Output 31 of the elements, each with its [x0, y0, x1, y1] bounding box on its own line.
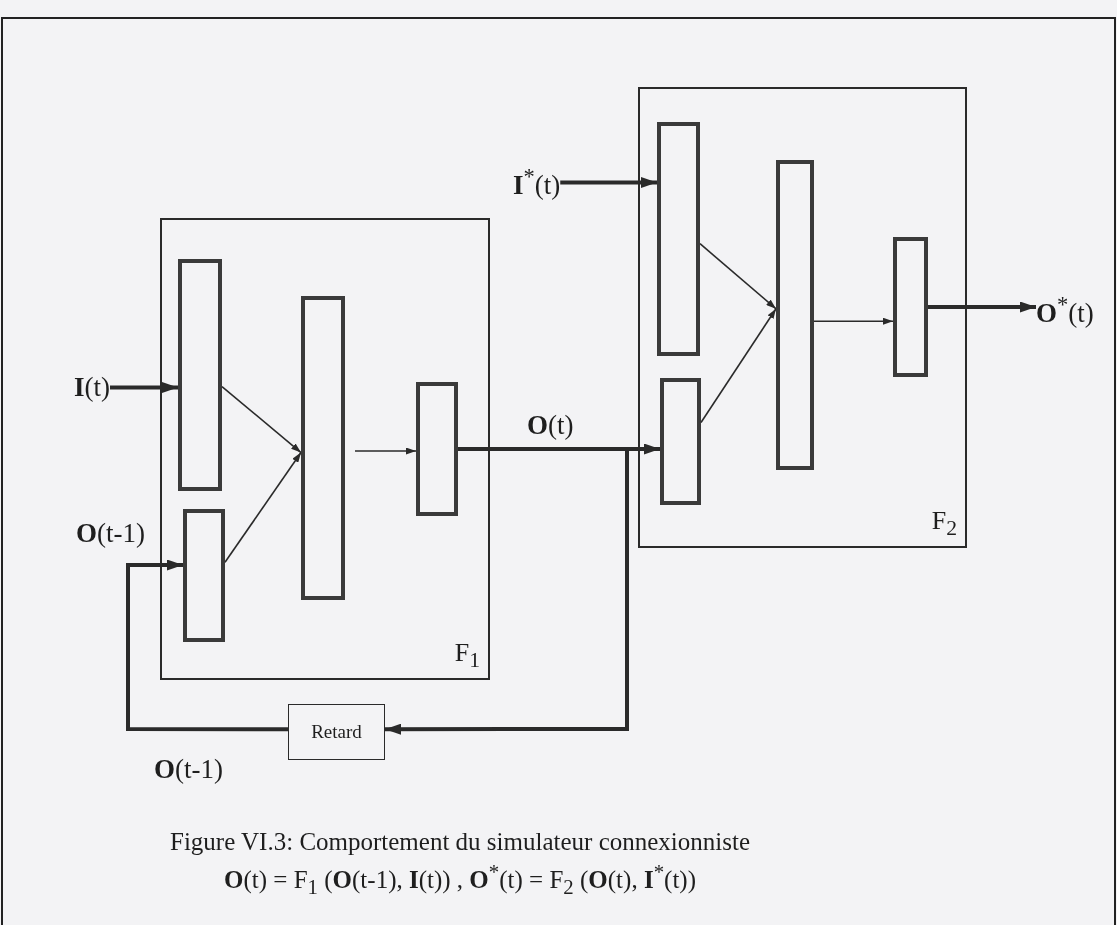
layer-box — [416, 382, 458, 516]
layer-box — [776, 160, 814, 470]
signal-label: I$^{*}$(t) — [513, 166, 561, 199]
model-block — [638, 87, 967, 548]
arrow — [354, 447, 417, 455]
arrow — [813, 317, 894, 325]
signal-label: I(t) — [74, 374, 110, 401]
layer-box — [183, 509, 225, 642]
layer-box — [301, 296, 345, 600]
block-label: F$_{2}$ — [931, 508, 957, 540]
arrow — [110, 382, 178, 393]
model-block — [160, 218, 490, 680]
layer-box — [178, 259, 222, 491]
block-label: F$_{1}$ — [454, 640, 480, 672]
arrow — [928, 301, 1036, 313]
arrow — [221, 385, 302, 454]
arrow — [700, 308, 777, 424]
layer-box — [657, 122, 700, 356]
arrow — [560, 177, 657, 188]
layer-box — [660, 378, 701, 505]
delay-box: Retard — [288, 704, 385, 760]
signal-label: O$^{*}$(t) — [1036, 294, 1094, 327]
arrow — [699, 242, 777, 310]
edge-label: O(t) — [525, 412, 576, 439]
arrow — [224, 451, 302, 563]
signal-label: O(t-1) — [75, 520, 146, 547]
arrow — [385, 447, 629, 735]
arrow — [126, 559, 288, 732]
figure-caption: Figure VI.3: Comportement du simulateur connexionniste O(t) = F$_{1}$ (O(t-1), I(t)) , O$^{*}$(t) = F$_{2}$ (O(t), I$^{*}$(t)) — [169, 827, 751, 901]
layer-box — [893, 237, 928, 377]
edge-label: O(t-1) — [152, 756, 225, 783]
